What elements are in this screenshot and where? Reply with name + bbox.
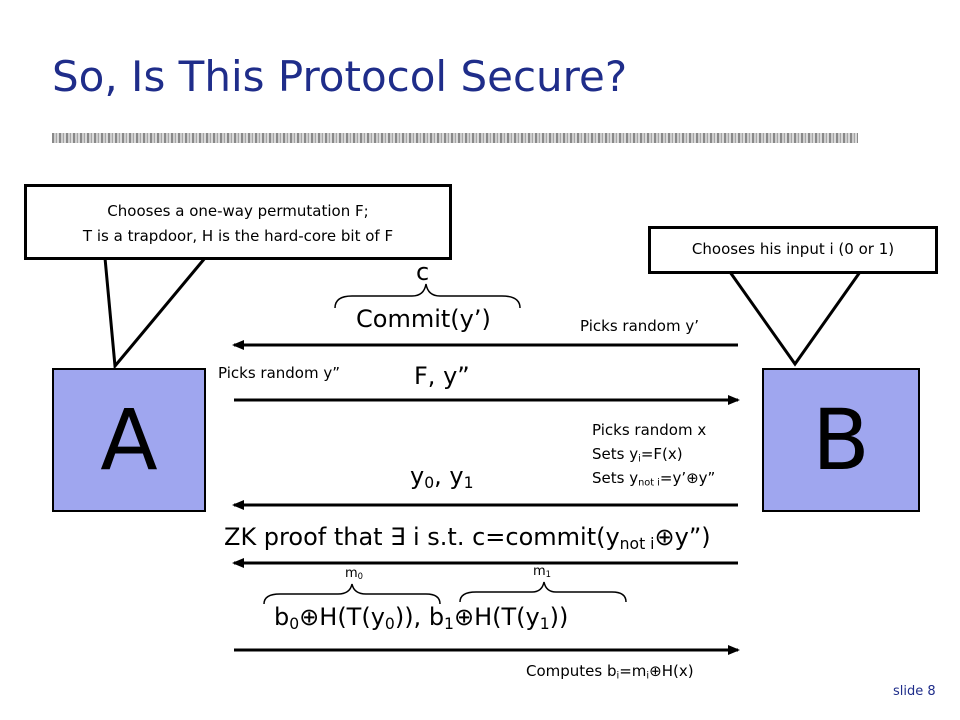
sets-y-not-i-text: Sets y	[592, 469, 639, 487]
picks-random-x: Picks random x	[592, 421, 707, 439]
sets-y-not-i-sub: not i	[638, 477, 660, 489]
computes-bi: Computes bi=mi⊕H(x)	[526, 662, 694, 682]
party-b-label: B	[812, 391, 870, 489]
m1-text: m	[533, 564, 546, 579]
callout-a-tail	[103, 257, 207, 370]
zk-proof-rest: ⊕y”)	[654, 523, 711, 551]
sets-y-i: Sets yi=F(x)	[592, 445, 683, 465]
y1-sub-final: 1	[539, 614, 550, 633]
sets-y-not-i: Sets ynot i=y’⊕y”	[592, 469, 716, 489]
title-divider	[52, 133, 858, 143]
computes-rest: ⊕H(x)	[649, 662, 694, 680]
f-y-label: F, y”	[414, 362, 470, 390]
y0-sub-final: 0	[384, 614, 395, 633]
m1-sub: 1	[545, 569, 552, 580]
y0-text: y	[410, 462, 425, 490]
h-t-y0-text: ⊕H(T(y	[299, 603, 385, 631]
b0-text: b	[274, 603, 290, 631]
zk-proof-label: ZK proof that ∃ i s.t. c=commit(ynot i⊕y…	[224, 523, 711, 553]
callout-b-text: Chooses his input i (0 or 1)	[691, 240, 895, 258]
closing-parens: ))	[549, 603, 569, 631]
callout-b: Chooses his input i (0 or 1)	[648, 226, 938, 274]
party-a-box: A	[52, 368, 206, 512]
party-b-box: B	[762, 368, 920, 512]
computes-sub-b: i	[616, 670, 620, 682]
b-picks-y-prime: Picks random y’	[580, 317, 699, 335]
brace-m1	[459, 581, 627, 603]
brace-m0	[263, 583, 441, 605]
callout-a-line1: Chooses a one-way permutation F;	[107, 202, 369, 220]
party-a-label: A	[100, 391, 158, 489]
callout-a: Chooses a one-way permutation F; T is a …	[24, 184, 452, 260]
sets-y-i-sub: i	[638, 453, 641, 465]
sets-y-i-rest: =F(x)	[640, 445, 683, 463]
commitment-c-label: c	[416, 258, 430, 286]
y1-text: , y	[434, 462, 464, 490]
slide-number: slide 8	[893, 684, 936, 699]
sets-y-i-text: Sets y	[592, 445, 639, 463]
zk-proof-text: ZK proof that ∃ i s.t. c=commit(y	[224, 523, 620, 551]
callout-b-tail	[728, 271, 862, 367]
computes-sub-m: i	[646, 670, 650, 682]
a-picks-y-double-prime: Picks random y”	[218, 364, 340, 382]
computes-mid: =m	[619, 662, 647, 680]
y1-sub: 1	[463, 473, 474, 492]
m0-sub: 0	[357, 571, 364, 582]
m1-label: m1	[533, 564, 551, 579]
y0-sub: 0	[424, 473, 435, 492]
h-t-y1-text: ⊕H(T(y	[453, 603, 540, 631]
callout-a-line2: T is a trapdoor, H is the hard-core bit …	[82, 227, 394, 245]
b1-text: )), b	[394, 603, 445, 631]
computes-text: Computes b	[526, 662, 617, 680]
sets-y-not-i-rest: =y’⊕y”	[659, 469, 716, 487]
zk-proof-sub: not i	[619, 534, 655, 553]
b1-sub: 1	[444, 614, 454, 633]
masked-bits-label: b0⊕H(T(y0)), b1⊕H(T(y1))	[274, 603, 569, 633]
m0-text: m	[345, 566, 358, 581]
slide-title: So, Is This Protocol Secure?	[52, 52, 628, 101]
b0-sub: 0	[289, 614, 300, 633]
commit-label: Commit(y’)	[356, 305, 491, 333]
m0-label: m0	[345, 566, 363, 581]
brace-commit	[334, 283, 521, 309]
y0-y1-label: y0, y1	[410, 462, 474, 492]
